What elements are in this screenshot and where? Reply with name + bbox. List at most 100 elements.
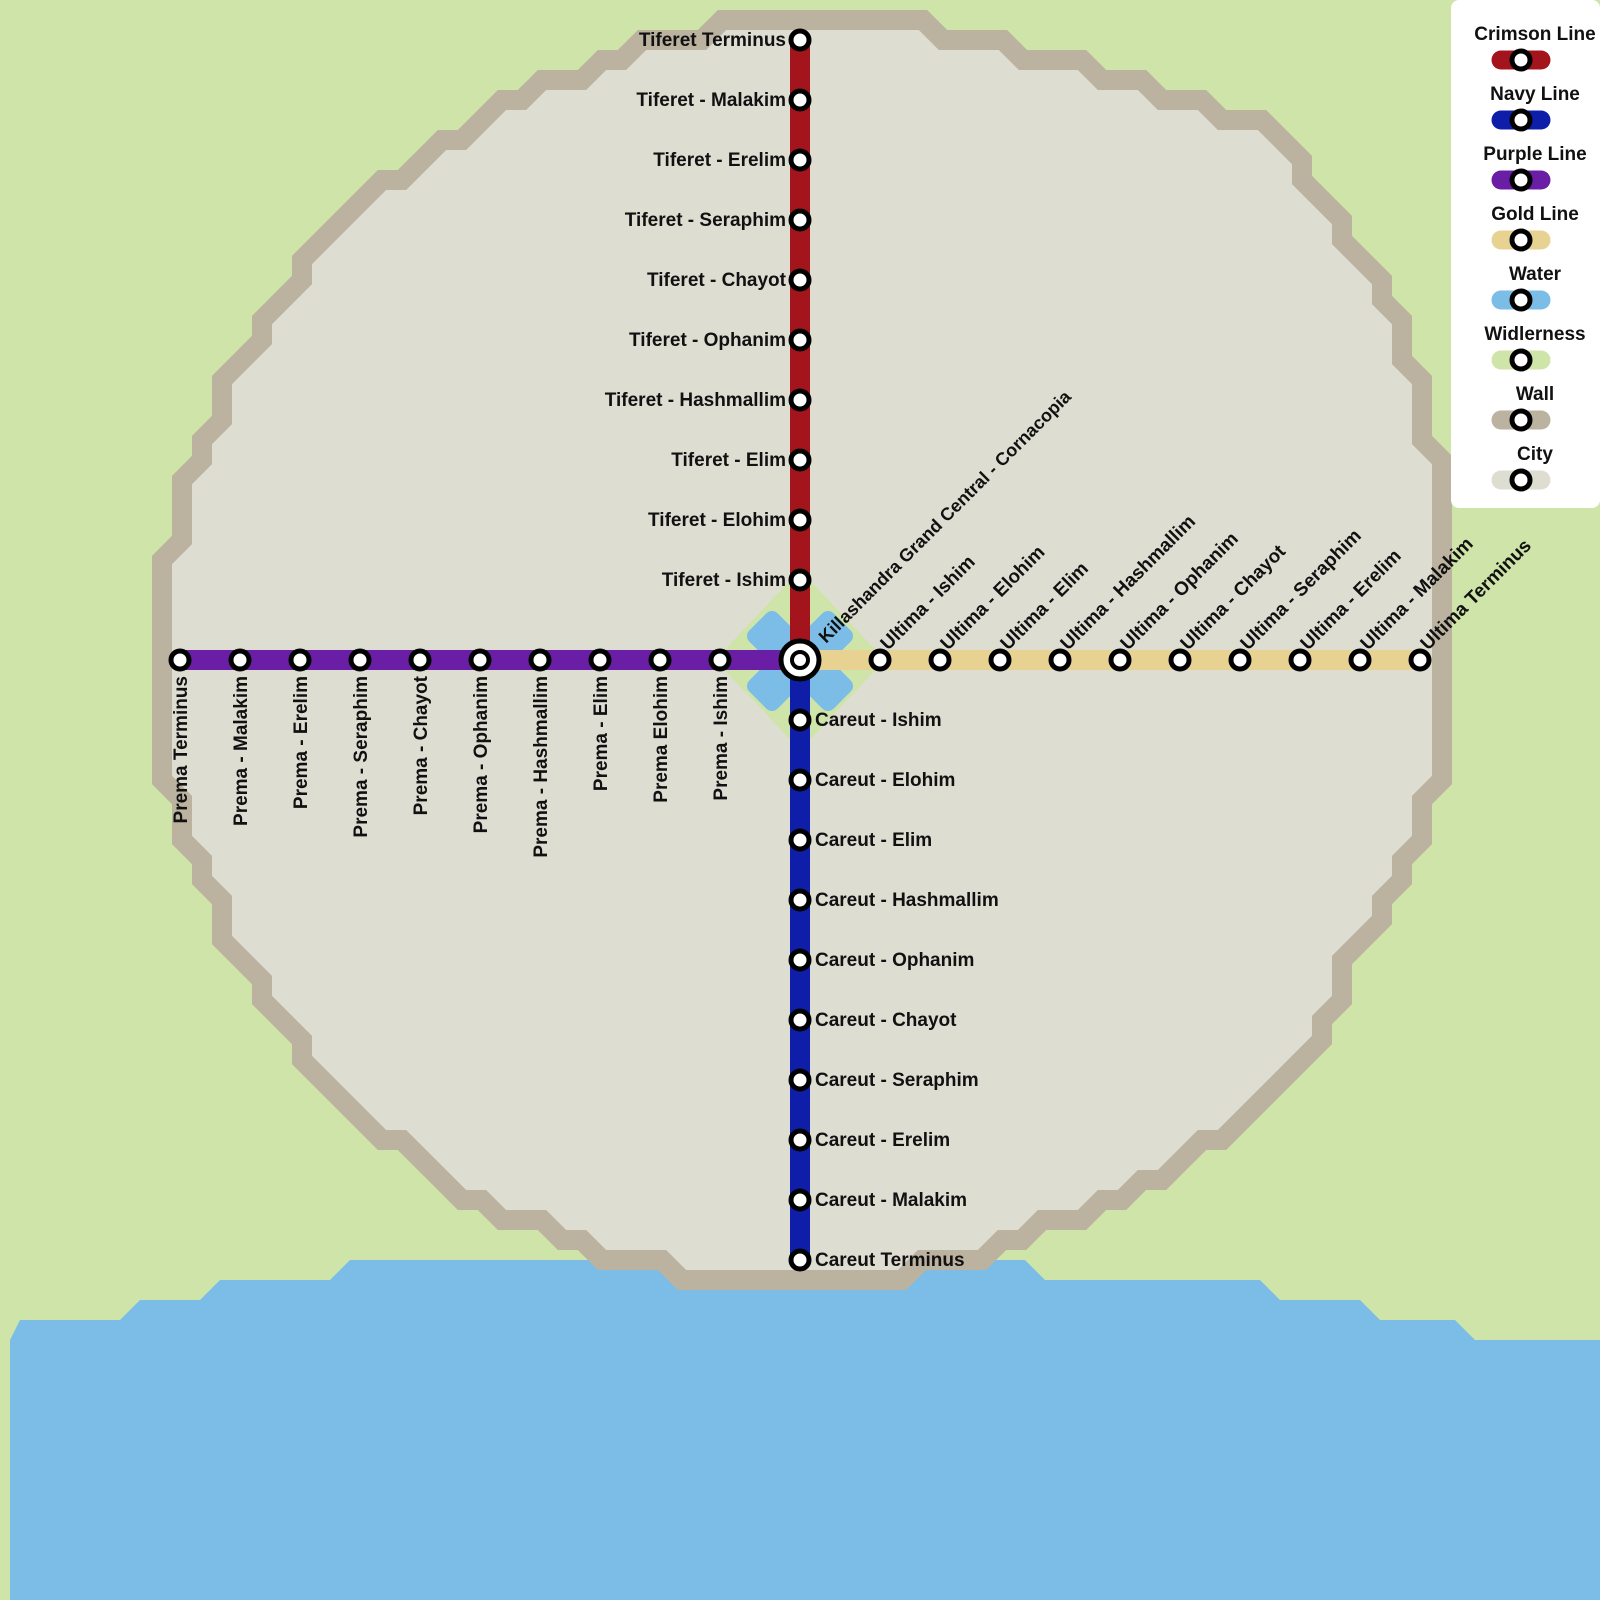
station-tiferet-elim[interactable]: Tiferet - Elim	[671, 448, 812, 472]
station-label: Prema - Seraphim	[351, 676, 372, 838]
station-marker[interactable]	[928, 648, 952, 672]
station-careut-malakim[interactable]: Careut - Malakim	[788, 1188, 967, 1212]
station-marker[interactable]	[468, 648, 492, 672]
legend-station-marker	[1509, 48, 1533, 72]
station-prema-erelim[interactable]: Prema - Erelim	[288, 648, 312, 809]
legend-item-purple-line: Purple Line	[1483, 144, 1587, 192]
station-tiferet-malakim[interactable]: Tiferet - Malakim	[636, 88, 812, 112]
station-careut-elohim[interactable]: Careut - Elohim	[788, 768, 955, 792]
station-marker[interactable]	[408, 648, 432, 672]
station-tiferet-elohim[interactable]: Tiferet - Elohim	[648, 508, 812, 532]
legend-item-widlerness: Widlerness	[1484, 324, 1586, 372]
station-marker[interactable]	[788, 568, 812, 592]
station-tiferet-ishim[interactable]: Tiferet - Ishim	[662, 568, 812, 592]
station-marker[interactable]	[1408, 648, 1432, 672]
station-tiferet-erelim[interactable]: Tiferet - Erelim	[653, 148, 812, 172]
station-marker[interactable]	[788, 448, 812, 472]
station-tiferet-chayot[interactable]: Tiferet - Chayot	[647, 268, 812, 292]
station-marker[interactable]	[168, 648, 192, 672]
station-marker[interactable]	[1048, 648, 1072, 672]
station-careut-ophanim[interactable]: Careut - Ophanim	[788, 948, 974, 972]
station-prema-seraphim[interactable]: Prema - Seraphim	[348, 648, 372, 838]
station-careut-elim[interactable]: Careut - Elim	[788, 828, 932, 852]
station-marker[interactable]	[788, 948, 812, 972]
station-marker[interactable]	[868, 648, 892, 672]
station-marker[interactable]	[348, 648, 372, 672]
station-marker[interactable]	[528, 648, 552, 672]
station-marker[interactable]	[788, 1248, 812, 1272]
legend-station-marker	[1509, 108, 1533, 132]
station-marker[interactable]	[788, 768, 812, 792]
legend-item-label: Gold Line	[1491, 204, 1579, 225]
station-tiferet-seraphim[interactable]: Tiferet - Seraphim	[625, 208, 812, 232]
station-marker[interactable]	[788, 1008, 812, 1032]
station-prema-elim[interactable]: Prema - Elim	[588, 648, 612, 791]
station-prema-hashmallim[interactable]: Prema - Hashmallim	[528, 648, 552, 858]
station-label: Tiferet - Seraphim	[625, 210, 786, 231]
station-marker[interactable]	[228, 648, 252, 672]
station-careut-chayot[interactable]: Careut - Chayot	[788, 1008, 957, 1032]
station-careut-seraphim[interactable]: Careut - Seraphim	[788, 1068, 979, 1092]
station-careut-terminus[interactable]: Careut Terminus	[788, 1248, 965, 1272]
legend-panel	[1451, 0, 1600, 508]
station-label: Careut - Malakim	[815, 1190, 967, 1211]
station-marker[interactable]	[1108, 648, 1132, 672]
station-tiferet-ophanim[interactable]: Tiferet - Ophanim	[629, 328, 812, 352]
station-label: Careut - Chayot	[815, 1010, 957, 1031]
station-marker[interactable]	[288, 648, 312, 672]
legend-station-marker	[1509, 408, 1533, 432]
legend-item-gold-line: Gold Line	[1491, 204, 1579, 252]
station-prema-terminus[interactable]: Prema Terminus	[168, 648, 192, 823]
station-marker[interactable]	[788, 1128, 812, 1152]
station-prema-chayot[interactable]: Prema - Chayot	[408, 648, 432, 815]
legend-station-marker	[1509, 228, 1533, 252]
station-label: Careut - Elim	[815, 830, 932, 851]
station-label: Prema - Elim	[591, 676, 612, 791]
station-label: Prema Elohim	[651, 676, 672, 803]
station-label: Prema Terminus	[171, 676, 192, 823]
station-marker[interactable]	[648, 648, 672, 672]
station-prema-ophanim[interactable]: Prema - Ophanim	[468, 648, 492, 833]
legend-station-marker	[1509, 348, 1533, 372]
station-marker[interactable]	[1168, 648, 1192, 672]
station-marker[interactable]	[788, 828, 812, 852]
station-marker[interactable]	[788, 508, 812, 532]
legend-item-label: Crimson Line	[1474, 24, 1595, 45]
station-marker[interactable]	[988, 648, 1012, 672]
station-label: Tiferet - Erelim	[653, 150, 786, 171]
station-marker[interactable]	[788, 708, 812, 732]
station-marker[interactable]	[788, 1188, 812, 1212]
station-prema-malakim[interactable]: Prema - Malakim	[228, 648, 252, 826]
station-prema-ishim[interactable]: Prema - Ishim	[708, 648, 732, 801]
station-tiferet-hashmallim[interactable]: Tiferet - Hashmallim	[605, 388, 812, 412]
station-marker[interactable]	[788, 208, 812, 232]
station-marker[interactable]	[788, 148, 812, 172]
station-careut-ishim[interactable]: Careut - Ishim	[788, 708, 942, 732]
station-marker[interactable]	[788, 268, 812, 292]
station-careut-hashmallim[interactable]: Careut - Hashmallim	[788, 888, 999, 912]
station-marker[interactable]	[788, 888, 812, 912]
station-label: Careut - Ishim	[815, 710, 942, 731]
station-label: Careut - Seraphim	[815, 1070, 979, 1091]
station-tiferet-terminus[interactable]: Tiferet Terminus	[639, 28, 812, 52]
station-marker[interactable]	[588, 648, 612, 672]
station-marker[interactable]	[788, 1068, 812, 1092]
station-marker[interactable]	[788, 328, 812, 352]
station-marker[interactable]	[1228, 648, 1252, 672]
station-label: Careut - Erelim	[815, 1130, 950, 1151]
station-marker[interactable]	[788, 28, 812, 52]
station-marker[interactable]	[1288, 648, 1312, 672]
station-marker[interactable]	[1348, 648, 1372, 672]
station-marker[interactable]	[708, 648, 732, 672]
station-careut-erelim[interactable]: Careut - Erelim	[788, 1128, 950, 1152]
station-marker[interactable]	[788, 88, 812, 112]
station-label: Tiferet - Malakim	[636, 90, 786, 111]
legend-item-label: Widlerness	[1484, 324, 1585, 345]
station-marker[interactable]	[788, 388, 812, 412]
hub-station-inner[interactable]	[790, 650, 810, 670]
station-label: Tiferet - Elohim	[648, 510, 786, 531]
station-prema-elohim[interactable]: Prema Elohim	[648, 648, 672, 803]
